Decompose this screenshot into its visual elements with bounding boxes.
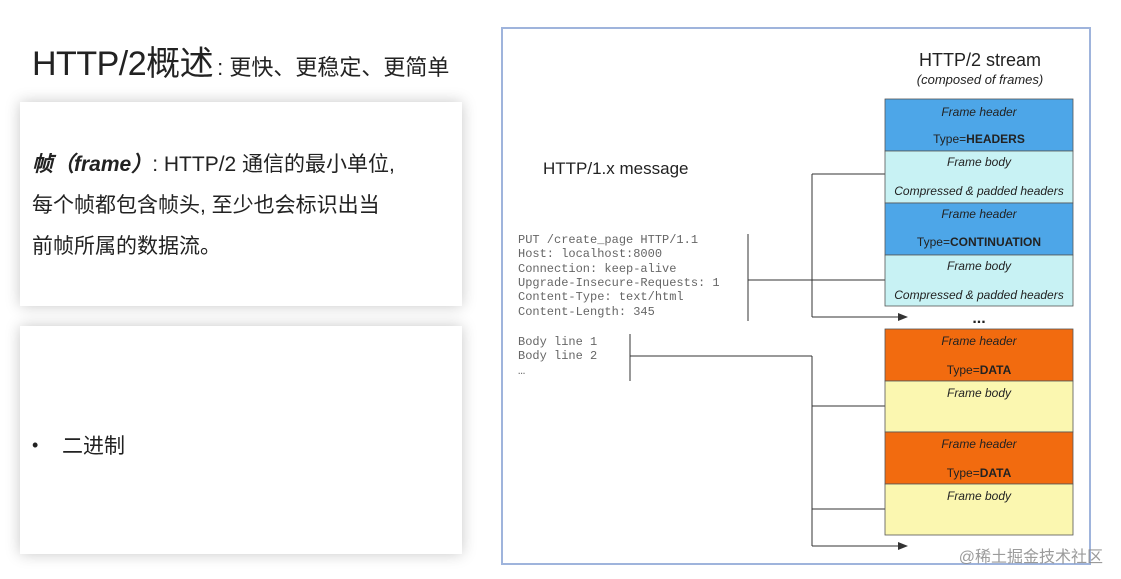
bullet-text: 二进制 <box>62 435 125 458</box>
body-line: Body line 2 <box>518 349 597 363</box>
frame-body-box <box>884 254 1074 307</box>
frame-data-1: Frame header Type=DATA Frame body <box>884 328 1074 433</box>
stream-title: HTTP/2 stream <box>919 50 1041 70</box>
frame-type-prefix: Type= <box>917 235 950 249</box>
frame-type: Type=CONTINUATION <box>917 235 1041 249</box>
slide-title-main: HTTP/2概述 <box>32 45 214 83</box>
header-line: Connection: keep-alive <box>518 262 676 276</box>
frame-body-label: Frame body <box>947 259 1012 273</box>
frame-type-name: DATA <box>980 466 1012 480</box>
watermark: @稀土掘金技术社区 <box>958 549 1103 566</box>
frame-type-name: CONTINUATION <box>950 235 1041 249</box>
frame-header-box <box>884 202 1074 256</box>
header-line: Content-Type: text/html <box>518 290 684 304</box>
body-line: … <box>518 364 525 378</box>
frame-body-box <box>884 150 1074 204</box>
diagram-svg: HTTP/2 stream (composed of frames) HTTP/… <box>518 50 1074 550</box>
definition-text: 帧（frame）: HTTP/2 通信的最小单位, 每个帧都包含帧头, 至少也会… <box>32 144 457 267</box>
slide-title: HTTP/2概述: 更快、更稳定、更简单 <box>32 36 449 85</box>
frame-type: Type=DATA <box>947 466 1012 480</box>
frame-header-label: Frame header <box>941 334 1017 348</box>
frame-continuation: Frame header Type=CONTINUATION Frame bod… <box>884 202 1074 307</box>
frame-type-name: DATA <box>980 363 1012 377</box>
http2-frame-diagram: HTTP/2 stream (composed of frames) HTTP/… <box>501 27 1091 565</box>
frame-type-prefix: Type= <box>947 363 980 377</box>
frame-data-2: Frame header Type=DATA Frame body <box>884 431 1074 536</box>
definition-line-3: 前帧所属的数据流。 <box>32 235 221 258</box>
frame-header-box <box>884 431 1074 485</box>
frame-body-box <box>884 483 1074 536</box>
definition-term: 帧（frame） <box>32 153 153 176</box>
frame-type-name: HEADERS <box>966 132 1025 146</box>
frame-header-label: Frame header <box>941 207 1017 221</box>
definition-card: 帧（frame）: HTTP/2 通信的最小单位, 每个帧都包含帧头, 至少也会… <box>20 102 462 306</box>
definition-line-1-rest: : HTTP/2 通信的最小单位, <box>152 153 395 176</box>
frame-header-box <box>884 98 1074 152</box>
frame-body-detail: Compressed & padded headers <box>894 288 1063 302</box>
frame-body-label: Frame body <box>947 489 1012 503</box>
message-title: HTTP/1.x message <box>543 159 689 178</box>
body-line: Body line 1 <box>518 335 597 349</box>
definition-line-1: 帧（frame）: HTTP/2 通信的最小单位, <box>32 144 457 185</box>
frame-header-label: Frame header <box>941 437 1017 451</box>
frame-header-label: Frame header <box>941 105 1017 119</box>
header-line: PUT /create_page HTTP/1.1 <box>518 233 698 247</box>
frame-type-prefix: Type= <box>947 466 980 480</box>
definition-line-2: 每个帧都包含帧头, 至少也会标识出当 <box>32 194 380 217</box>
frame-type: Type=DATA <box>947 363 1012 377</box>
frame-header-box <box>884 328 1074 382</box>
slide-subtitle: : 更快、更稳定、更简单 <box>217 55 450 80</box>
frame-body-label: Frame body <box>947 155 1012 169</box>
bullet-symbol: • <box>32 434 39 455</box>
stream-subtitle: (composed of frames) <box>917 72 1043 87</box>
header-line: Upgrade-Insecure-Requests: 1 <box>518 276 720 290</box>
frame-body-label: Frame body <box>947 386 1012 400</box>
frames-ellipsis: ... <box>972 310 985 327</box>
frame-body-detail: Compressed & padded headers <box>894 184 1063 198</box>
bullet-item: • 二进制 <box>32 430 125 460</box>
frame-headers: Frame header Type=HEADERS Frame body Com… <box>884 98 1074 204</box>
frame-type: Type=HEADERS <box>933 132 1025 146</box>
bullet-card: • 二进制 <box>20 326 462 554</box>
frame-type-prefix: Type= <box>933 132 966 146</box>
header-line: Content-Length: 345 <box>518 305 655 319</box>
header-line: Host: localhost:8000 <box>518 247 662 261</box>
